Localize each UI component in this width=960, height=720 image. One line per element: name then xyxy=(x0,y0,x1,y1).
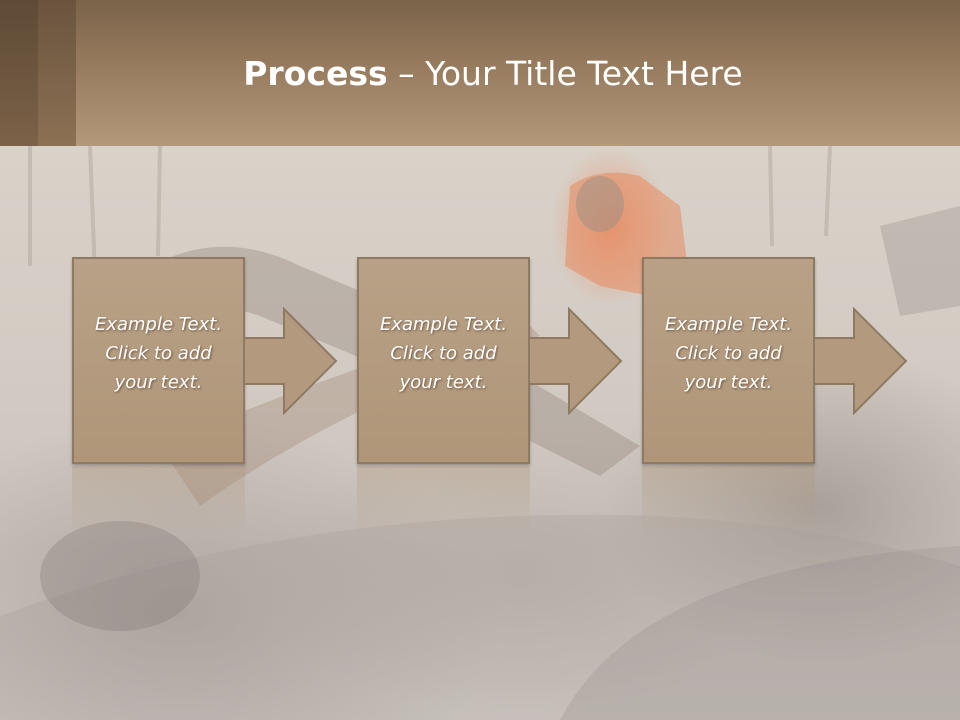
title-rest-text: – Your Title Text Here xyxy=(387,54,743,93)
process-arrow-icon[interactable] xyxy=(528,307,624,415)
process-arrow-icon[interactable] xyxy=(813,307,909,415)
step-text-line: your text. xyxy=(684,372,773,393)
step-text-line: Example Text. xyxy=(379,314,508,335)
step-reflection xyxy=(642,466,815,536)
step-reflection xyxy=(72,466,245,536)
step-text-line: Click to add xyxy=(105,343,212,364)
step-text: Example Text. Click to add your text. xyxy=(84,310,234,397)
process-step-box[interactable]: Example Text. Click to add your text. xyxy=(642,257,815,464)
band-accent-strip xyxy=(38,0,76,146)
process-step-box[interactable]: Example Text. Click to add your text. xyxy=(72,257,245,464)
process-step-box[interactable]: Example Text. Click to add your text. xyxy=(357,257,530,464)
title-bold-text: Process xyxy=(243,54,388,93)
step-text-line: Example Text. xyxy=(94,314,223,335)
step-text: Example Text. Click to add your text. xyxy=(654,310,804,397)
step-text-line: Click to add xyxy=(390,343,497,364)
slide-title[interactable]: Process – Your Title Text Here xyxy=(76,52,910,96)
step-text: Example Text. Click to add your text. xyxy=(369,310,519,397)
step-text-line: your text. xyxy=(114,372,203,393)
title-band xyxy=(0,0,960,146)
process-arrow-icon[interactable] xyxy=(243,307,339,415)
step-text-line: Click to add xyxy=(675,343,782,364)
band-accent-strip xyxy=(0,0,38,146)
step-reflection xyxy=(357,466,530,536)
step-text-line: Example Text. xyxy=(664,314,793,335)
step-text-line: your text. xyxy=(399,372,488,393)
